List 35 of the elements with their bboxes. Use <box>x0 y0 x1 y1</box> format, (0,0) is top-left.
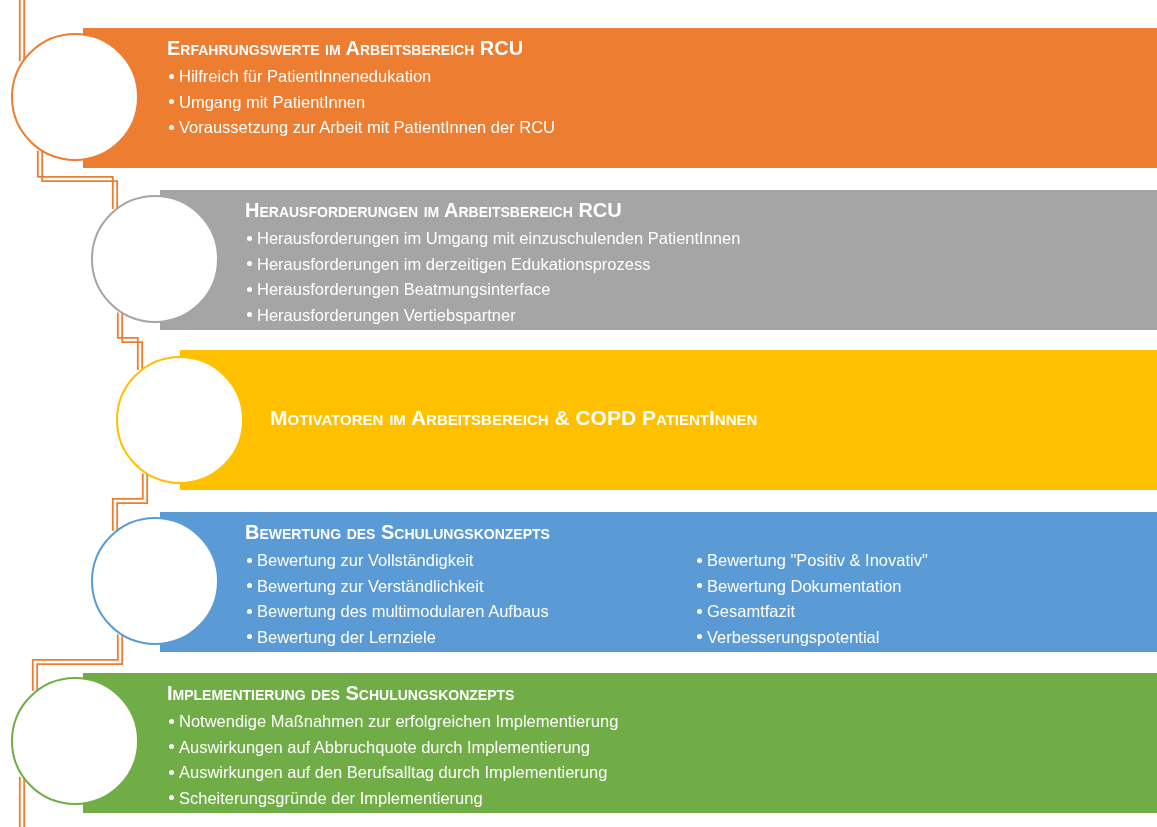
bullet-item: Umgang mit PatientInnen <box>179 91 366 113</box>
double-connector-line <box>116 311 144 371</box>
bullet-item: Herausforderungen im derzeitigen Edukationsprozess <box>257 253 651 275</box>
double-connector-line <box>36 149 119 210</box>
double-connector-line <box>18 0 26 63</box>
band-heading: Implementierung des Schulungskonzepts <box>167 681 515 705</box>
bullet-item: Voraussetzung zur Arbeit mit PatientInnen der RCU <box>179 117 556 138</box>
band-heading: Erfahrungswerte im Arbeitsbereich RCU <box>167 36 524 60</box>
band-heading: Herausforderungen im Arbeitsbereich RCU <box>245 198 622 222</box>
bullet-item: Bewertung "Positiv & Inovativ" <box>707 550 928 571</box>
category-band <box>160 512 1157 652</box>
double-connector-line <box>111 472 149 532</box>
category-band <box>83 28 1157 168</box>
band-heading: Motivatoren im Arbeitsbereich & COPD PatientInnen <box>270 406 758 430</box>
bullet-item: Scheiterungsgründe der Implementierung <box>179 787 483 809</box>
bullet-item: Notwendige Maßnahmen zur erfolgreichen Implementierung <box>179 711 619 732</box>
band-heading: Bewertung des Schulungskonzepts <box>245 520 550 544</box>
category-band <box>83 673 1157 813</box>
double-connector-line <box>31 633 124 692</box>
bullet-item: Gesamtfazit <box>707 601 796 622</box>
bullet-item: Bewertung zur Verständlichkeit <box>257 575 484 597</box>
bullet-item: Bewertung der Lernziele <box>257 626 436 648</box>
bullet-item: Bewertung zur Vollständigkeit <box>257 550 474 571</box>
bullet-item: Hilfreich für PatientInnenedukation <box>179 66 432 87</box>
bullet-item: Herausforderungen im Umgang mit einzuschulenden PatientInnen <box>257 228 741 249</box>
bullet-item: Herausforderungen Beatmungsinterface <box>257 279 551 300</box>
category-band <box>160 190 1157 330</box>
bullet-item: Auswirkungen auf Abbruchquote durch Implementierung <box>179 736 590 758</box>
bullet-item: Verbesserungspotential <box>707 626 880 648</box>
bullet-item: Auswirkungen auf den Berufsalltag durch Implementierung <box>179 762 608 783</box>
double-connector-line <box>18 775 26 827</box>
category-band <box>180 350 1157 490</box>
bullet-item: Bewertung Dokumentation <box>707 575 902 597</box>
bullet-item: Herausforderungen Vertiebspartner <box>257 304 516 326</box>
bullet-item: Bewertung des multimodularen Aufbaus <box>257 601 549 622</box>
